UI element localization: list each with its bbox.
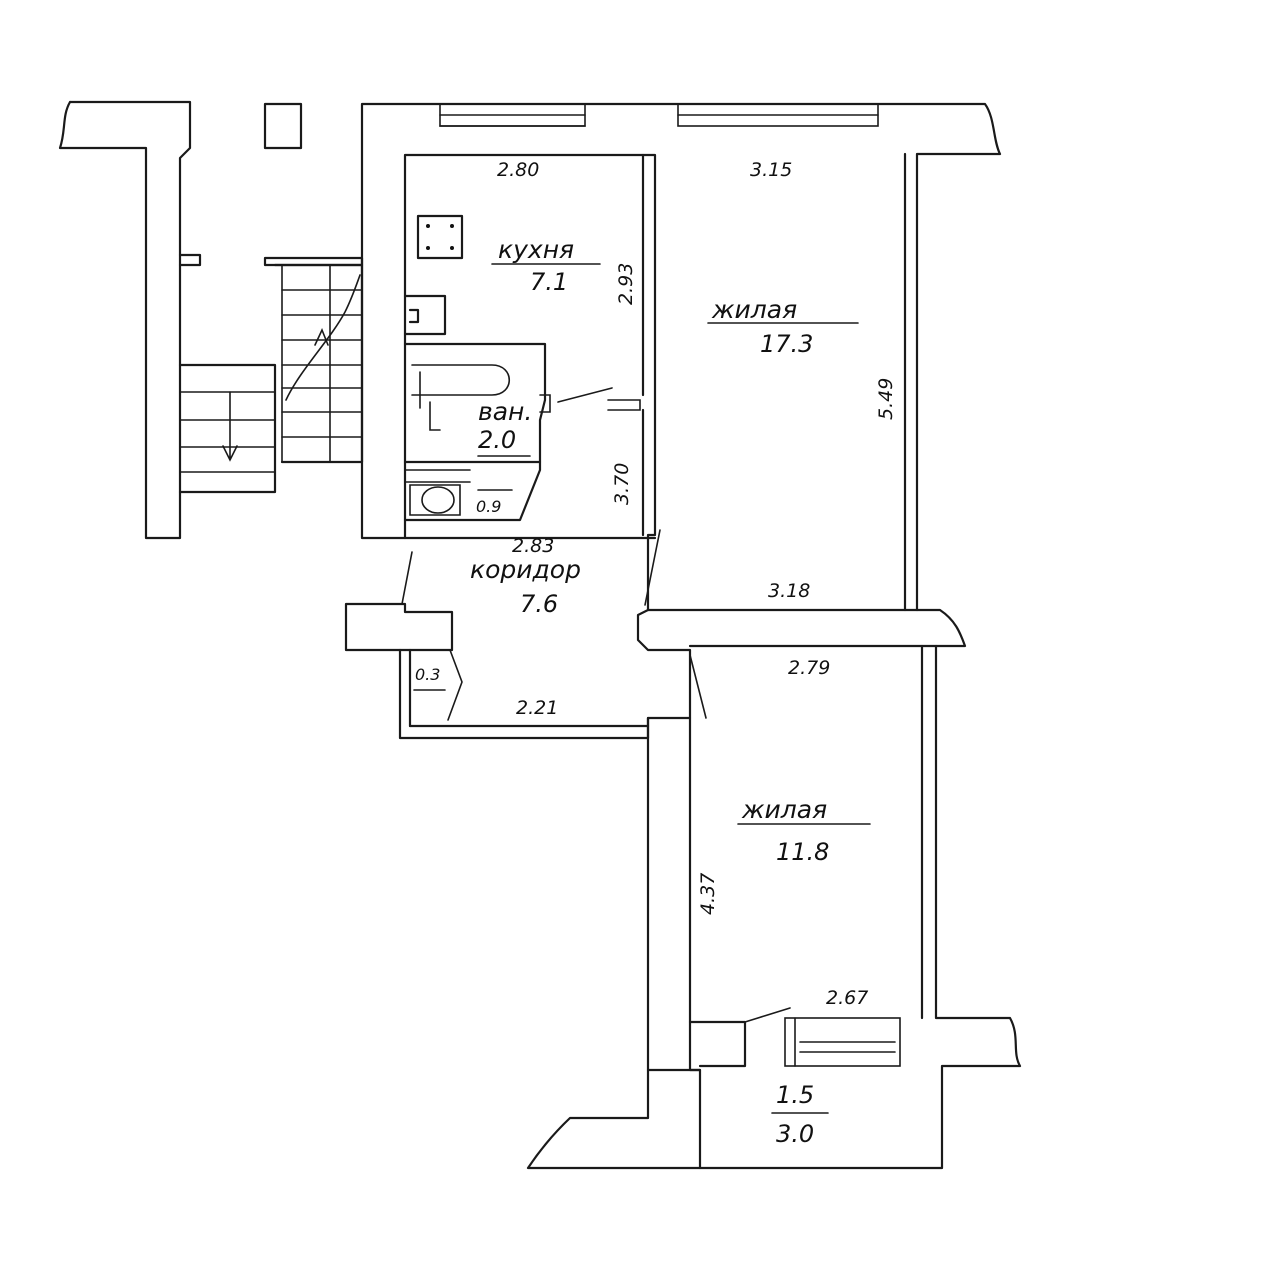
stair-steps-upper xyxy=(281,289,363,438)
stair-steps-lower xyxy=(179,391,276,473)
kitchen-label: кухня xyxy=(498,235,574,264)
living-small-label: жилая xyxy=(741,795,827,824)
toilet-icon xyxy=(421,486,455,514)
outer-walls xyxy=(360,102,1022,1170)
bathtub-icon xyxy=(411,364,510,396)
balcony xyxy=(526,1017,901,1170)
closet-area: 0.3 xyxy=(415,665,440,684)
dim-living-large-height: 5.49 xyxy=(875,378,897,420)
dim-kitchen-depth: 2.93 xyxy=(615,263,637,305)
top-windows xyxy=(439,103,879,127)
stair-down-arrow-icon xyxy=(222,391,238,462)
dim-corridor-width: 2.83 xyxy=(512,535,554,557)
toilet-area: 0.9 xyxy=(476,497,501,516)
dim-living-large-bottom: 3.18 xyxy=(768,580,810,602)
living-large-area: 17.3 xyxy=(760,330,813,358)
dim-living-small-bottom: 2.67 xyxy=(826,987,868,1009)
bath-label: ван. xyxy=(478,397,532,426)
bathroom xyxy=(403,342,641,522)
dim-closet-width: 2.21 xyxy=(516,697,558,719)
balcony-area-top: 1.5 xyxy=(776,1081,814,1109)
staircase xyxy=(58,100,364,540)
corridor-label: коридор xyxy=(470,555,581,584)
living-small-area: 11.8 xyxy=(776,838,829,866)
balcony-area-bottom: 3.0 xyxy=(776,1120,814,1148)
kitchen-area: 7.1 xyxy=(530,268,568,296)
dim-living-small-height: 4.37 xyxy=(697,873,719,915)
dim-living-small-top: 2.79 xyxy=(788,657,830,679)
corridor-area: 7.6 xyxy=(520,590,558,618)
bath-area: 2.0 xyxy=(478,426,516,454)
dim-living-large-top: 3.15 xyxy=(750,159,792,181)
dim-corridor-depth: 3.70 xyxy=(611,463,633,505)
living-large-label: жилая xyxy=(711,295,797,324)
stair-up-arrow-icon xyxy=(285,274,361,401)
kitchen xyxy=(403,214,464,336)
dim-kitchen-width: 2.80 xyxy=(497,159,539,181)
sink-icon xyxy=(403,294,447,336)
stove-icon xyxy=(416,214,464,260)
